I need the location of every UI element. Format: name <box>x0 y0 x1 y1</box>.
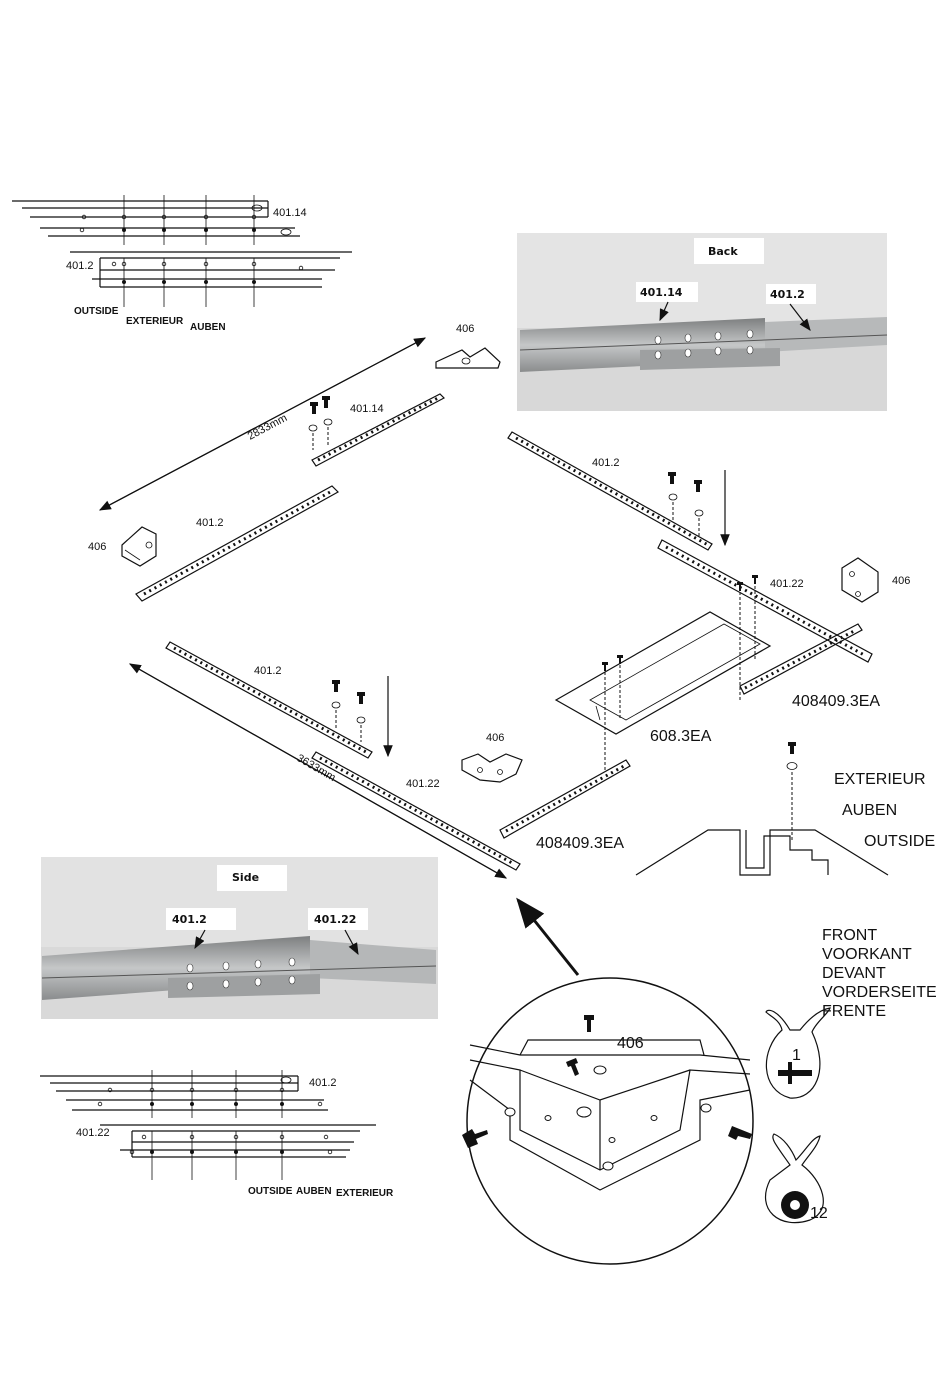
front-word-3: DEVANT <box>822 965 886 982</box>
dimension-2833: 2833mm <box>100 338 425 510</box>
rail-401-2-left: 401.2 <box>136 486 338 601</box>
bag-screw-icon <box>778 1062 812 1084</box>
bottom-detail-label-b: 401.22 <box>76 1127 110 1139</box>
section-screw-icon <box>788 742 796 754</box>
section-word-2: AUBEN <box>842 802 897 819</box>
top-rail-detail: 401.14 401.2 OUTSIDE EXTERIEUR AUBEN <box>12 195 352 333</box>
top-detail-word-2: EXTERIEUR <box>126 316 184 327</box>
screws-top <box>309 396 332 450</box>
photo-back-label-b: 401.2 <box>770 288 805 301</box>
top-detail-word-3: AUBEN <box>190 322 226 333</box>
front-word-1: FRONT <box>822 927 877 944</box>
corner-label-right: 406 <box>892 575 910 587</box>
bottom-rail-detail: 401.2 401.22 OUTSIDE AUBEN EXTERIEUR <box>40 1070 394 1199</box>
rail-401-22-right-label: 401.22 <box>770 578 804 590</box>
rail-401-2-right-label: 401.2 <box>592 457 620 469</box>
photo-back: Back 401.14 401.2 <box>517 233 887 411</box>
front-word-2: VOORKANT <box>822 946 912 963</box>
bag-screws: 1 <box>766 1008 830 1098</box>
section-word-1: EXTERIEUR <box>834 771 926 788</box>
front-word-4: VORDERSEITE <box>822 984 937 1001</box>
corner-piece-bottom: 406 <box>462 732 522 782</box>
bag-washers: 12 <box>766 1134 828 1223</box>
cover-label: 608.3EA <box>650 728 712 745</box>
section-washer-icon <box>787 763 797 770</box>
bag-screws-count: 1 <box>792 1047 801 1064</box>
front-word-5: FRENTE <box>822 1003 886 1020</box>
bottom-detail-word-3: EXTERIEUR <box>336 1188 394 1199</box>
rail-401-2-right: 401.2 <box>508 432 712 550</box>
rail-401-2-bottom: 401.2 <box>166 642 372 758</box>
top-detail-label-b: 401.2 <box>66 260 94 272</box>
rail-401-22-bottom-label: 401.22 <box>406 778 440 790</box>
corner-label-top: 406 <box>456 323 474 335</box>
floor-rail-right-label: 408409.3EA <box>792 693 880 710</box>
top-detail-label-a: 401.14 <box>273 207 307 219</box>
rail-401-2-bottom-label: 401.2 <box>254 665 282 677</box>
floor-rail-bottom: 408409.3EA <box>500 760 630 852</box>
corner-piece-left: 406 <box>88 527 156 566</box>
photo-side-label-b: 401.22 <box>314 913 356 926</box>
photo-back-label-a: 401.14 <box>640 286 683 299</box>
rail-401-14-label: 401.14 <box>350 403 384 415</box>
bottom-detail-word-1: OUTSIDE <box>248 1186 293 1197</box>
photo-side-tag: Side <box>232 871 259 884</box>
front-labels: FRONT VOORKANT DEVANT VORDERSEITE FRENTE <box>822 927 937 1020</box>
floor-rail-bottom-label: 408409.3EA <box>536 835 624 852</box>
corner-piece-right: 406 <box>842 558 910 602</box>
top-detail-word-1: OUTSIDE <box>74 306 119 317</box>
photo-side-label-a: 401.2 <box>172 913 207 926</box>
bottom-detail-word-2: AUBEN <box>296 1186 332 1197</box>
screws-bottom <box>332 676 388 756</box>
floor-rail-right: 408409.3EA <box>740 624 880 710</box>
screws-right <box>668 470 725 545</box>
dimension-3633: 3633mm <box>130 664 506 878</box>
rail-401-22-bottom: 401.22 <box>312 752 520 870</box>
section-word-3: OUTSIDE <box>864 833 935 850</box>
cover-608: 608.3EA <box>556 612 770 745</box>
bag-washers-count: 12 <box>810 1205 828 1222</box>
rail-401-2-left-label: 401.2 <box>196 517 224 529</box>
zoom-label: 406 <box>617 1035 644 1052</box>
rail-401-14: 401.14 <box>312 394 444 466</box>
corner-label-left: 406 <box>88 541 106 553</box>
bottom-detail-label-a: 401.2 <box>309 1077 337 1089</box>
photo-side: Side 401.2 401.22 <box>41 857 438 1019</box>
photo-back-tag: Back <box>708 245 738 258</box>
dimension-2833-label: 2833mm <box>246 412 289 443</box>
section-detail: EXTERIEUR AUBEN OUTSIDE <box>636 742 935 875</box>
corner-zoom-detail: 406 <box>462 900 753 1264</box>
corner-label-bottom: 406 <box>486 732 504 744</box>
corner-piece-top: 406 <box>436 323 500 368</box>
